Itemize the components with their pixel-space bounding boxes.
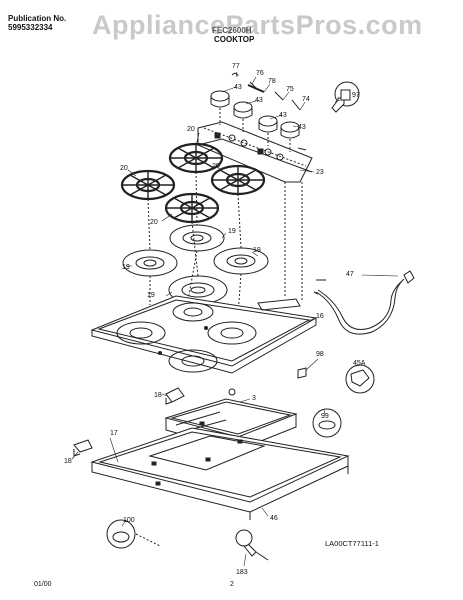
gasket-ring: [312, 408, 342, 438]
part-number-74: 74: [302, 96, 310, 103]
section-title: COOKTOP: [214, 35, 255, 44]
part-number-3: 3: [252, 395, 256, 402]
part-number-97: 97: [352, 92, 360, 99]
part-number-23: 23: [316, 169, 324, 176]
part-number-18: 18: [154, 392, 162, 399]
part-number-20: 20: [150, 219, 158, 226]
part-number-20: 20: [187, 126, 195, 133]
part-number-183: 183: [236, 569, 248, 576]
part-number-19: 19: [147, 292, 155, 299]
part-number-43: 43: [255, 97, 263, 104]
part-number-17: 17: [110, 430, 118, 437]
part-number-46: 46: [270, 515, 278, 522]
footer-date: 01/00: [34, 581, 52, 588]
part-number-19: 19: [122, 264, 130, 271]
page-number: 2: [230, 581, 234, 588]
part-number-20: 20: [212, 163, 220, 170]
part-number-19: 19: [253, 247, 261, 254]
part-number-78: 78: [268, 78, 276, 85]
fastener: [228, 388, 236, 396]
terminal-block: [106, 519, 161, 549]
part-number-75: 75: [286, 86, 294, 93]
part-number-19: 19: [228, 228, 236, 235]
publication-number: 5995332334: [8, 23, 53, 32]
cooktop-chassis: [90, 427, 350, 520]
drip-bowl: [122, 224, 269, 305]
part-number-20: 20: [120, 165, 128, 172]
publication-label: Publication No.: [8, 14, 67, 23]
part-number-98: 98: [316, 351, 324, 358]
bracket: [165, 387, 185, 405]
screw: [331, 81, 360, 113]
spacer: [297, 367, 307, 379]
part-number-45a: 45A: [353, 360, 366, 367]
part-number-76: 76: [256, 70, 264, 77]
bracket: [73, 439, 93, 457]
knob: [210, 90, 300, 152]
cooktop-main-top: [90, 295, 318, 374]
part-number-100: 100: [123, 517, 135, 524]
model-number: FEC2600H: [212, 26, 252, 35]
figure-code: LA00CT77111-1: [325, 539, 379, 548]
leader-lines: [71, 71, 399, 567]
ignition-switch: [345, 364, 375, 394]
hex-screw: [235, 529, 269, 561]
part-number-18: 18: [64, 458, 72, 465]
part-number-43: 43: [298, 124, 306, 131]
power-cord: [313, 270, 415, 335]
part-number-99: 99: [321, 413, 329, 420]
part-number-16: 16: [316, 313, 324, 320]
guide-lines: [147, 171, 303, 341]
part-number-77: 77: [232, 63, 240, 70]
part-labels: 77 76 78 75 74 43 43 43 43 97 20 20 20 2…: [64, 63, 366, 576]
part-number-47: 47: [346, 271, 354, 278]
watermark: AppliancePartsPros.com: [92, 10, 423, 40]
part-number-43: 43: [234, 84, 242, 91]
part-number-43: 43: [279, 112, 287, 119]
